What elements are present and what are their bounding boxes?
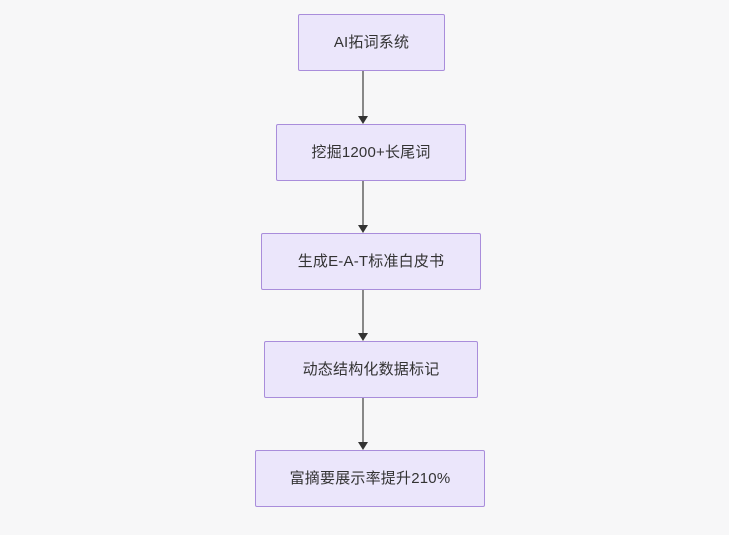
arrowhead-icon: [358, 225, 368, 233]
connector-n4-n5: [355, 398, 371, 450]
connector-line: [362, 290, 364, 334]
flow-node[interactable]: AI拓词系统: [298, 14, 445, 71]
flow-node-label: AI拓词系统: [333, 33, 410, 51]
connector-n1-n2: [355, 71, 371, 124]
flow-node[interactable]: 动态结构化数据标记: [264, 341, 478, 398]
flow-node[interactable]: 富摘要展示率提升210%: [255, 450, 485, 507]
connector-n3-n4: [355, 290, 371, 341]
connector-line: [362, 181, 364, 226]
flow-node[interactable]: 生成E-A-T标准白皮书: [261, 233, 481, 290]
connector-line: [362, 71, 364, 117]
flow-node-label: 富摘要展示率提升210%: [289, 469, 451, 487]
flow-node-label: 动态结构化数据标记: [302, 360, 440, 378]
arrowhead-icon: [358, 333, 368, 341]
arrowhead-icon: [358, 116, 368, 124]
flow-node-label: 挖掘1200+长尾词: [311, 143, 431, 161]
arrowhead-icon: [358, 442, 368, 450]
flow-node[interactable]: 挖掘1200+长尾词: [276, 124, 466, 181]
connector-line: [362, 398, 364, 443]
connector-n2-n3: [355, 181, 371, 233]
flow-node-label: 生成E-A-T标准白皮书: [297, 252, 445, 270]
